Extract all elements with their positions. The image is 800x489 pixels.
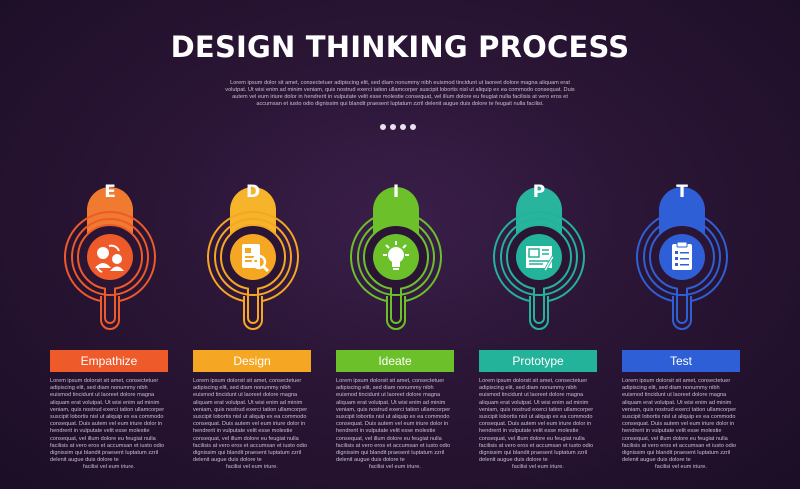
step-description-text: Lorem ipsum dolorsit sit amet, consectet… bbox=[336, 378, 451, 464]
page-title: DESIGN THINKING PROCESS bbox=[170, 30, 630, 64]
step-description: Lorem ipsum dolorsit sit amet, consectet… bbox=[50, 378, 168, 472]
pagination-dots bbox=[380, 124, 420, 132]
step-description: Lorem ipsum dolorsit sit amet, consectet… bbox=[479, 378, 597, 472]
lightbulb-icon bbox=[373, 234, 419, 280]
step-label: Prototype bbox=[479, 350, 597, 372]
blueprint-icon bbox=[516, 234, 562, 280]
checklist-clipboard-icon bbox=[659, 234, 705, 280]
step-description-last: facilisi vel eum iriure. bbox=[226, 464, 278, 471]
step-letter: E bbox=[104, 182, 116, 202]
step-description-text: Lorem ipsum dolorsit sit amet, consectet… bbox=[622, 378, 737, 464]
step-test: T Test Lorem ipsum dolorsit sit amet, co… bbox=[607, 170, 757, 470]
step-label: Ideate bbox=[336, 350, 454, 372]
step-description-last: facilisi vel eum iriure. bbox=[512, 464, 564, 471]
step-description: Lorem ipsum dolorsit sit amet, consectet… bbox=[336, 378, 454, 472]
step-description: Lorem ipsum dolorsit sit amet, consectet… bbox=[622, 378, 740, 472]
step-description-last: facilisi vel eum iriure. bbox=[83, 464, 135, 471]
step-prototype: P Prototype Lorem ipsum dolorsit sit ame… bbox=[464, 170, 614, 470]
design-document-icon bbox=[230, 234, 276, 280]
step-description-last: facilisi vel eum iriure. bbox=[369, 464, 421, 471]
step-letter: T bbox=[676, 182, 688, 202]
step-description-last: facilisi vel eum iriure. bbox=[655, 464, 707, 471]
step-letter: P bbox=[532, 182, 546, 202]
dot bbox=[410, 124, 416, 130]
step-empathize: E Empathize Lorem ipsum dolorsit sit ame… bbox=[35, 170, 185, 470]
step-description-text: Lorem ipsum dolorsit sit amet, consectet… bbox=[479, 378, 594, 464]
dot bbox=[400, 124, 406, 130]
step-letter: D bbox=[245, 182, 261, 202]
intro-text: Lorem ipsum dolor sit amet, consectetuer… bbox=[225, 80, 575, 107]
step-description-text: Lorem ipsum dolorsit sit amet, consectet… bbox=[193, 378, 308, 464]
step-description: Lorem ipsum dolorsit sit amet, consectet… bbox=[193, 378, 311, 472]
empathize-heads-icon bbox=[87, 234, 133, 280]
step-label: Test bbox=[622, 350, 740, 372]
step-description-text: Lorem ipsum dolorsit sit amet, consectet… bbox=[50, 378, 165, 464]
dot bbox=[380, 124, 386, 130]
dot bbox=[390, 124, 396, 130]
step-label: Empathize bbox=[50, 350, 168, 372]
step-label: Design bbox=[193, 350, 311, 372]
step-letter: I bbox=[392, 182, 400, 202]
step-design: D Design Lorem ipsum dolorsit sit amet, … bbox=[178, 170, 328, 470]
step-ideate: I Ideate Lorem ipsum dolorsit sit amet, … bbox=[321, 170, 471, 470]
